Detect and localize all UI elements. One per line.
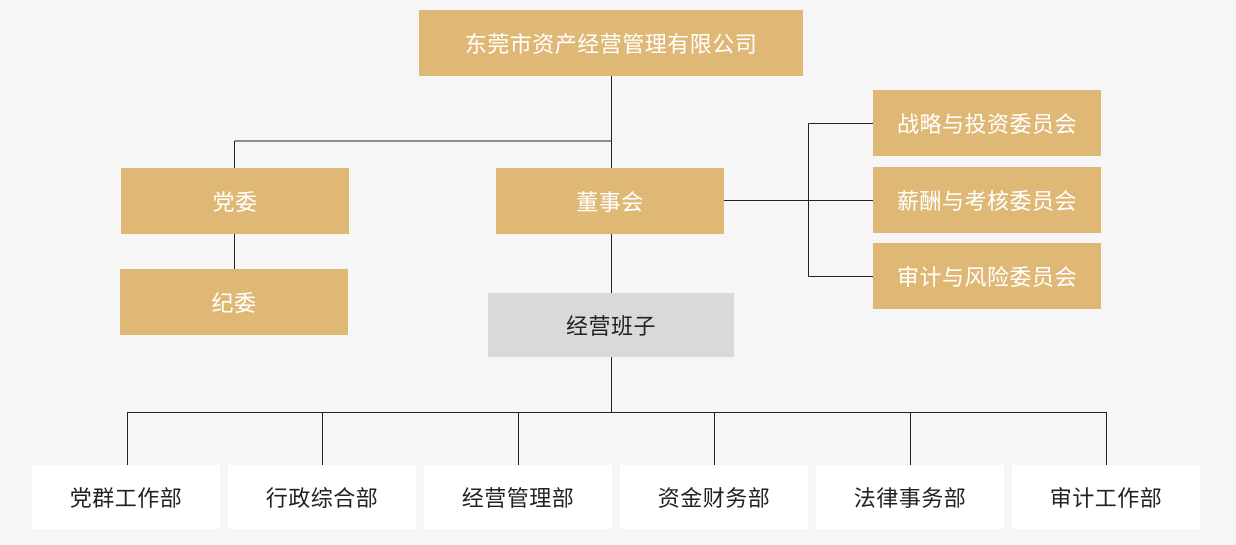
committee-strategy-investment-box: 战略与投资委员会 — [873, 90, 1101, 156]
committee-compensation-assessment-box: 薪酬与考核委员会 — [873, 167, 1101, 233]
connector-root-to-party — [234, 140, 612, 168]
board-of-directors-box: 董事会 — [496, 168, 724, 234]
discipline-committee-box: 纪委 — [120, 269, 348, 335]
party-committee-box: 党委 — [121, 168, 349, 234]
connector-management-to-departments — [127, 357, 1107, 413]
department-administration-box: 行政综合部 — [228, 465, 416, 529]
connector-board-to-committees — [724, 123, 874, 277]
committee-audit-risk-box: 审计与风险委员会 — [873, 243, 1101, 309]
root-company-box: 东莞市资产经营管理有限公司 — [419, 10, 803, 76]
department-legal-affairs-box: 法律事务部 — [816, 465, 1004, 529]
department-operations-management-box: 经营管理部 — [424, 465, 612, 529]
management-team-box: 经营班子 — [488, 293, 734, 357]
department-party-affairs-box: 党群工作部 — [32, 465, 220, 529]
connector-department-drops — [127, 412, 1107, 465]
department-audit-box: 审计工作部 — [1012, 465, 1200, 529]
department-finance-box: 资金财务部 — [620, 465, 808, 529]
